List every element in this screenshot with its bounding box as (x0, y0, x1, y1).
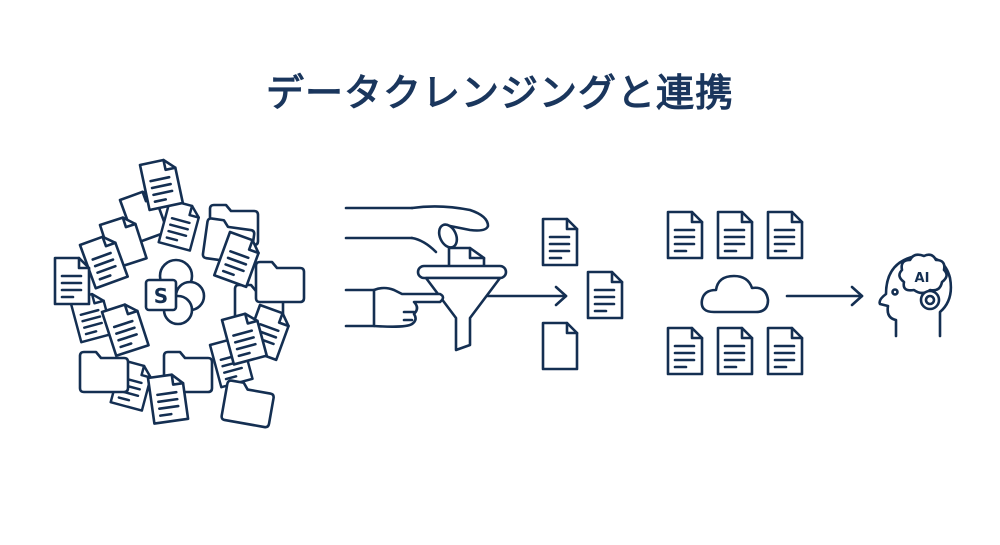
inserted-document-icon (447, 246, 486, 270)
sharepoint-icon: S (144, 258, 206, 326)
arrow-to-ai (785, 285, 864, 307)
sharepoint-letter: S (154, 284, 168, 308)
page-title: データクレンジングと連携 (265, 71, 734, 115)
arrow-to-cleaned-docs (486, 285, 568, 307)
pointing-hand-icon (344, 286, 445, 328)
funnel-icon (416, 264, 508, 352)
cloud-icon (700, 274, 770, 314)
top-hand-icon (344, 205, 490, 254)
ai-label: AI (915, 271, 930, 286)
